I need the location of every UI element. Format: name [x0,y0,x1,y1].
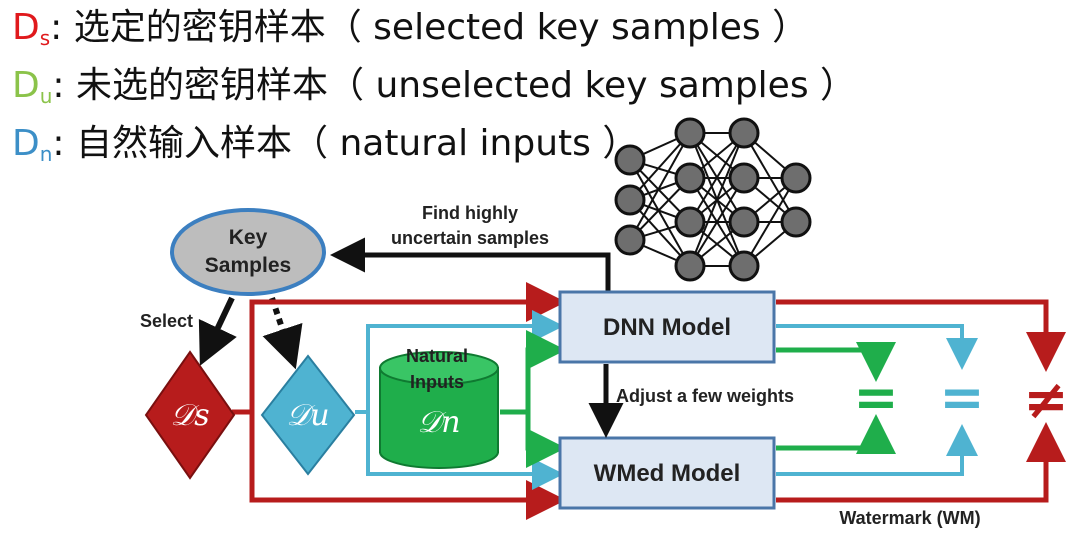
dnn-model-box [558,290,776,364]
nn-node [614,184,646,216]
ds-to-dnn-line [232,282,566,415]
neural-network-icon [614,117,812,282]
nn-edge [689,132,745,223]
find-uncertain-arrow [330,237,611,292]
natural-inputs-line2: Inputs [410,372,464,392]
nn-node [780,162,812,194]
legend-du: Du: 未选的密钥样本（ unselected key samples ） [12,65,857,108]
dn-symbol: 𝒟n [417,405,460,440]
natural-inputs-line1: Natural [406,346,468,366]
nn-node [674,117,706,149]
dn-to-dnn-line [500,330,566,415]
wmed-model-label: WMed Model [594,460,741,487]
unselected-dashed-arrow [262,297,303,370]
ds-to-wmed-line [249,412,566,520]
adjust-weights-label: Adjust a few weights [616,386,794,406]
nn-edge [689,132,745,267]
nn-node [674,162,706,194]
find-label-line1: Find highly [422,203,518,223]
dn-to-wmed-line [525,412,566,468]
ds-diamond [144,350,236,480]
select-label: Select [140,311,193,331]
nn-node [728,250,760,282]
nn-edge [689,177,745,267]
dn-cylinder [379,351,499,469]
select-arrow [198,296,237,366]
legend-ds-text: : 选定的密钥样本（ selected key samples ） [50,7,809,48]
red-not-equal-sign: ≠ [1023,368,1068,431]
dnn-out-blue-line [776,324,978,370]
key-samples-line1: Key [229,226,268,249]
watermark-label: Watermark (WM) [839,508,980,528]
legend-ds-symbol: Ds [12,7,51,50]
key-samples-line2: Samples [205,254,291,277]
wmed-out-blue-line [776,424,978,476]
find-label-line2: uncertain samples [391,228,549,248]
dnn-model-label: DNN Model [603,314,731,341]
legend-dn-symbol: Dn [12,123,53,166]
blue-equal-sign: = [939,366,984,429]
nn-node [674,206,706,238]
key-samples-ellipse [170,208,326,296]
wmed-out-green-line [776,414,896,454]
dnn-out-red-line [776,299,1066,372]
dnn-out-green-line [776,342,896,382]
nn-node [614,224,646,256]
du-diamond [260,354,356,476]
wmed-out-red-line [776,422,1066,503]
legend-ds: Ds: 选定的密钥样本（ selected key samples ） [12,7,809,50]
ds-symbol: 𝒟s [170,398,209,433]
legend-dn-text: : 自然输入样本（ natural inputs ） [52,123,639,164]
nn-edge [629,132,691,241]
legend-du-text: : 未选的密钥样本（ unselected key samples ） [52,65,857,106]
du-to-wmed-line [366,412,564,490]
nn-node [728,162,760,194]
wmed-model-box [558,436,776,510]
nn-node [728,117,760,149]
nn-node [780,206,812,238]
legend-du-symbol: Du [12,65,53,108]
legend-dn: Dn: 自然输入样本（ natural inputs ） [12,123,639,166]
nn-edge [743,177,797,267]
green-equal-sign: = [853,366,898,429]
du-symbol: 𝒟u [286,398,329,433]
nn-node [674,250,706,282]
nn-node [728,206,760,238]
nn-edge [629,159,691,267]
du-to-dnn-line [355,310,564,414]
nn-node [614,144,646,176]
